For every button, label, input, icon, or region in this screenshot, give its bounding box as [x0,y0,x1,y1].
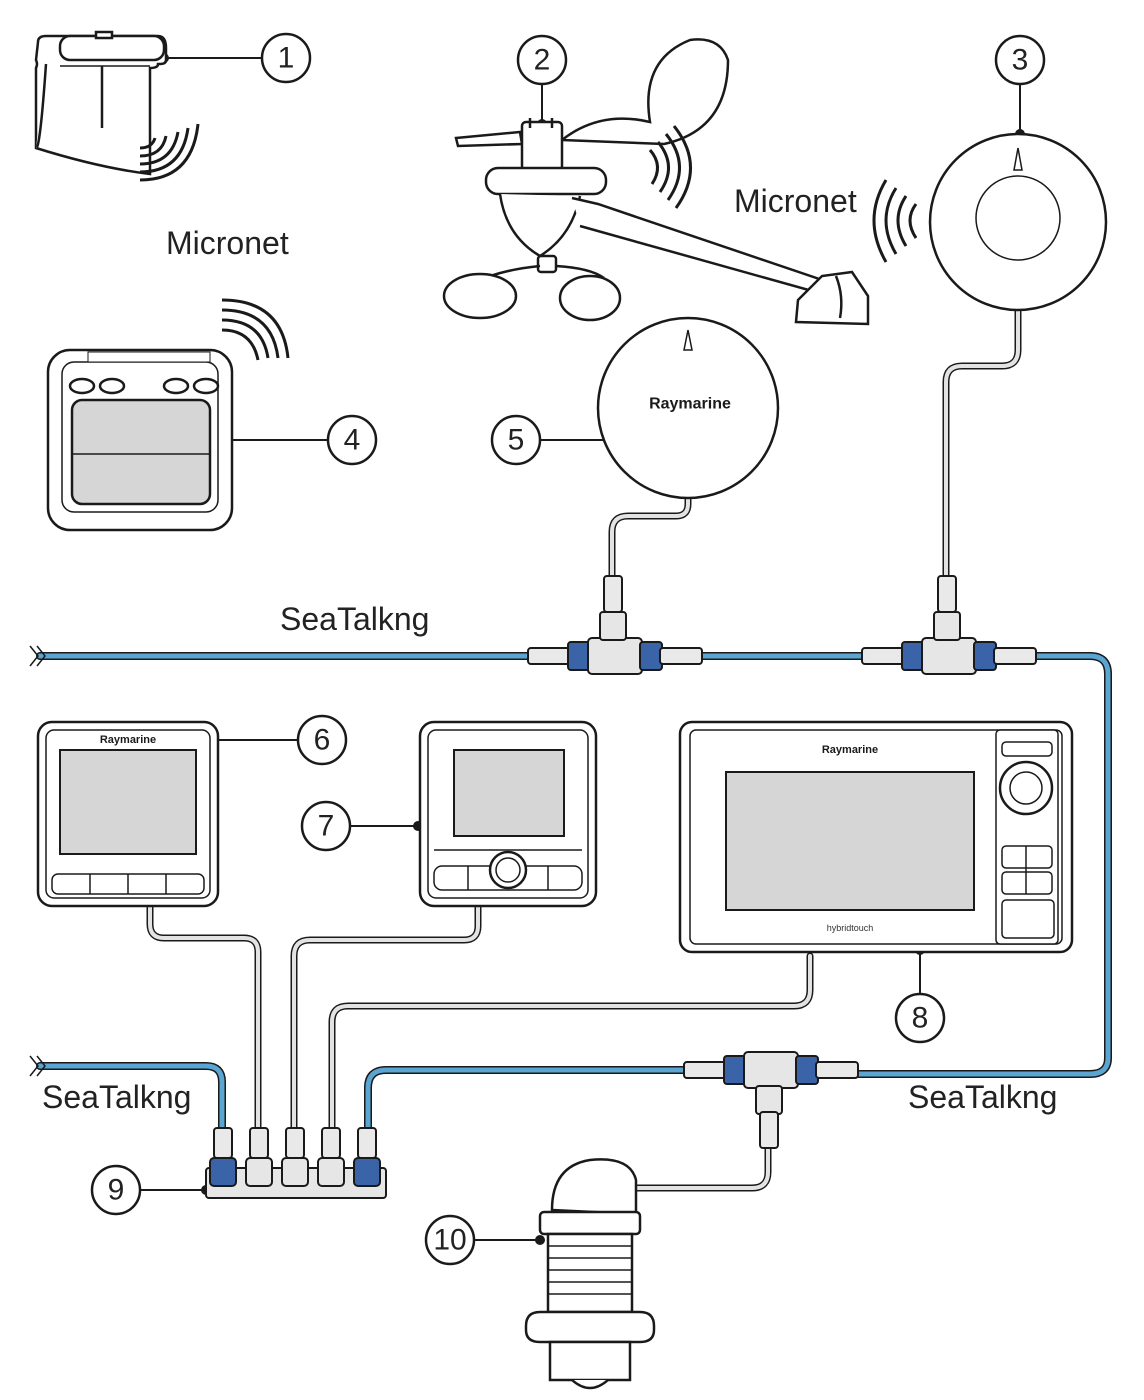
wireless-sensor-unit [928,132,1108,312]
callout-label: 10 [433,1224,466,1257]
multifunction-display [678,720,1074,954]
callout-bubbles [90,32,1046,1266]
callout-2 [516,34,568,86]
five-way-connector-block [205,1127,387,1199]
seatalk-label-left: SeaTalkng [42,1079,191,1115]
callout-6 [296,714,348,766]
display-8-footer: hybridtouch [827,923,874,933]
break-mark [29,645,46,1077]
callout-label: 7 [318,810,335,843]
callout-3 [994,34,1046,86]
spur-cables [146,296,1022,1192]
callout-10 [424,1214,476,1266]
through-hull-transducer [524,1158,656,1390]
callout-7 [300,800,352,852]
seatalk-backbone [36,652,1112,1134]
callout-label: 9 [108,1174,125,1207]
compass-brand-label: Raymarine [649,396,731,413]
display-8-brand: Raymarine [822,744,878,756]
callout-4 [326,414,378,466]
callout-label: 1 [278,42,295,75]
callout-label: 4 [344,424,361,457]
callout-8 [894,992,946,1044]
callout-numbers: 1 2 3 4 5 6 7 8 9 10 [108,42,1029,1257]
callout-label: 8 [912,1002,929,1035]
masthead-transmitter [34,30,168,176]
callout-5 [490,414,542,466]
callout-label: 6 [314,724,331,757]
seatalk-label-right: SeaTalkng [908,1079,1057,1115]
t-piece-connector [683,1051,859,1149]
instrument-display [36,720,220,908]
seatalk-label-top: SeaTalkng [280,601,429,637]
callout-1 [260,32,312,84]
micronet-label-right: Micronet [734,183,857,219]
wireless-signal-icon [221,298,290,361]
callout-9 [90,1164,142,1216]
t-piece-connector [861,575,1037,675]
callout-label: 3 [1012,44,1029,77]
micronet-label-left: Micronet [166,225,289,261]
display-6-brand: Raymarine [100,734,156,746]
wireless-signal-icon [872,179,918,263]
pilot-controller [418,720,598,908]
t-piece-connector [527,575,703,675]
wind-vane-transducer [442,38,870,326]
compass-sensor [596,316,780,500]
callout-label: 2 [534,44,551,77]
micronet-display [46,348,234,532]
wireless-signal-icon [139,123,200,182]
callout-label: 5 [508,424,525,457]
wireless-signal-icon [648,125,692,209]
